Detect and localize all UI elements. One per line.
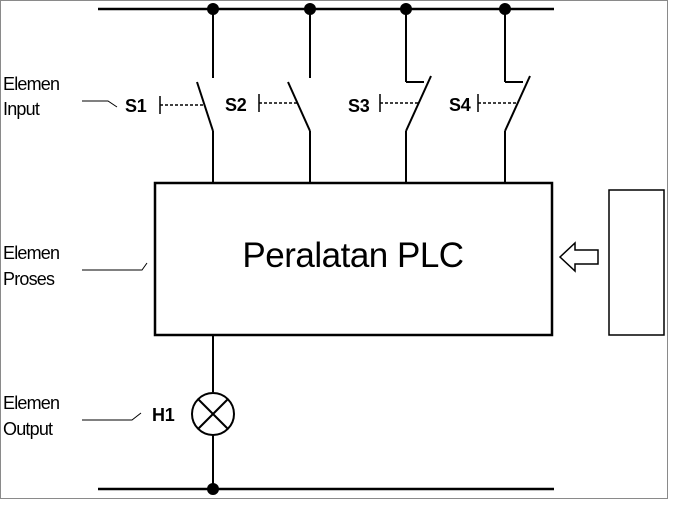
switch-s1-label: S1 bbox=[125, 96, 147, 116]
output-label-line2: Output bbox=[3, 419, 53, 439]
output-pointer-arrow bbox=[82, 412, 142, 421]
switch-s2-label: S2 bbox=[225, 95, 247, 115]
switch-s2 bbox=[258, 9, 311, 183]
switch-s1 bbox=[159, 9, 214, 183]
lamp-h1-label: H1 bbox=[152, 405, 175, 425]
process-label-line1: Elemen bbox=[3, 243, 59, 263]
plc-box bbox=[153, 181, 554, 337]
switch-s4 bbox=[477, 9, 531, 183]
programming-device-box bbox=[608, 189, 665, 336]
input-label-line1: Elemen bbox=[3, 74, 59, 94]
switch-s3-label: S3 bbox=[348, 96, 370, 116]
process-label-line2: Proses bbox=[3, 269, 55, 289]
process-pointer-arrow bbox=[82, 262, 148, 271]
plc-box-label: Peralatan PLC bbox=[242, 236, 463, 275]
input-pointer-arrow bbox=[82, 100, 118, 108]
output-label-line1: Elemen bbox=[3, 393, 59, 413]
lamp-cross-circle-icon bbox=[191, 392, 235, 436]
hollow-arrow-left-icon bbox=[558, 241, 599, 273]
junction-dot-output bbox=[207, 483, 219, 495]
input-label-line2: Input bbox=[3, 99, 40, 119]
switch-s3 bbox=[379, 9, 432, 183]
switch-s4-label: S4 bbox=[449, 95, 471, 115]
outer-frame bbox=[0, 0, 668, 499]
